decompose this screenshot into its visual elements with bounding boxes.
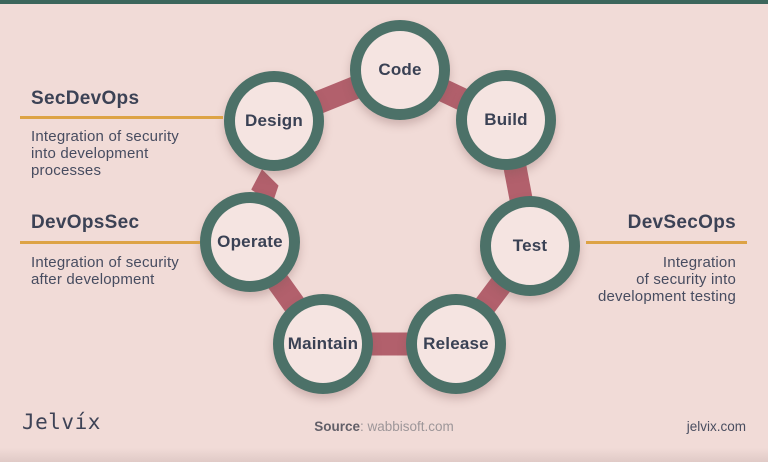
- node-maintain-label: Maintain: [287, 334, 359, 353]
- callout-devopssec: DevOpsSec: [31, 212, 139, 234]
- callout-secdevops-description: Integration of security into development…: [31, 128, 180, 179]
- node-design-label: Design: [245, 111, 303, 130]
- node-build-label: Build: [484, 110, 528, 129]
- node-code-label: Code: [378, 60, 422, 79]
- callout-devopssec-underline: [20, 241, 200, 244]
- callout-devopssec-title: DevOpsSec: [31, 212, 140, 233]
- top-edge-bar: [0, 0, 768, 4]
- node-maintain: Maintain: [273, 294, 373, 394]
- jelvix-logo: Jelvíx: [22, 410, 101, 434]
- callout-secdevops-underline: [20, 116, 223, 119]
- jelvix-website-link: jelvix.com: [686, 419, 746, 434]
- callout-devopssec-body: Integration of security after developmen…: [31, 254, 179, 288]
- node-release: Release: [406, 294, 506, 394]
- callout-secdevops: SecDevOps: [31, 88, 139, 110]
- source-site: wabbisoft.com: [367, 419, 454, 434]
- node-code: Code: [350, 20, 450, 120]
- callout-devsecops-underline: [586, 241, 747, 244]
- source-attribution: Source: wabbisoft.com: [0, 419, 768, 434]
- node-build: Build: [456, 70, 556, 170]
- node-operate-label: Operate: [217, 232, 283, 251]
- callout-secdevops-body: Integration of security into development…: [31, 128, 179, 179]
- bottom-edge-fade: [0, 448, 768, 462]
- callout-devsecops-description: Integration of security into development…: [597, 254, 736, 305]
- source-separator: :: [359, 419, 368, 434]
- callout-devsecops-body: Integration of security into development…: [598, 254, 736, 305]
- callout-devsecops: DevSecOps: [628, 212, 736, 234]
- callout-devopssec-description: Integration of security after developmen…: [31, 254, 180, 288]
- node-test: Test: [480, 196, 580, 296]
- callout-devsecops-title: DevSecOps: [627, 212, 736, 233]
- node-operate: Operate: [200, 192, 300, 292]
- source-label: Source: [314, 419, 360, 434]
- node-release-label: Release: [423, 334, 489, 353]
- callout-secdevops-title: SecDevOps: [31, 88, 140, 109]
- node-design: Design: [224, 71, 324, 171]
- node-test-label: Test: [512, 236, 548, 255]
